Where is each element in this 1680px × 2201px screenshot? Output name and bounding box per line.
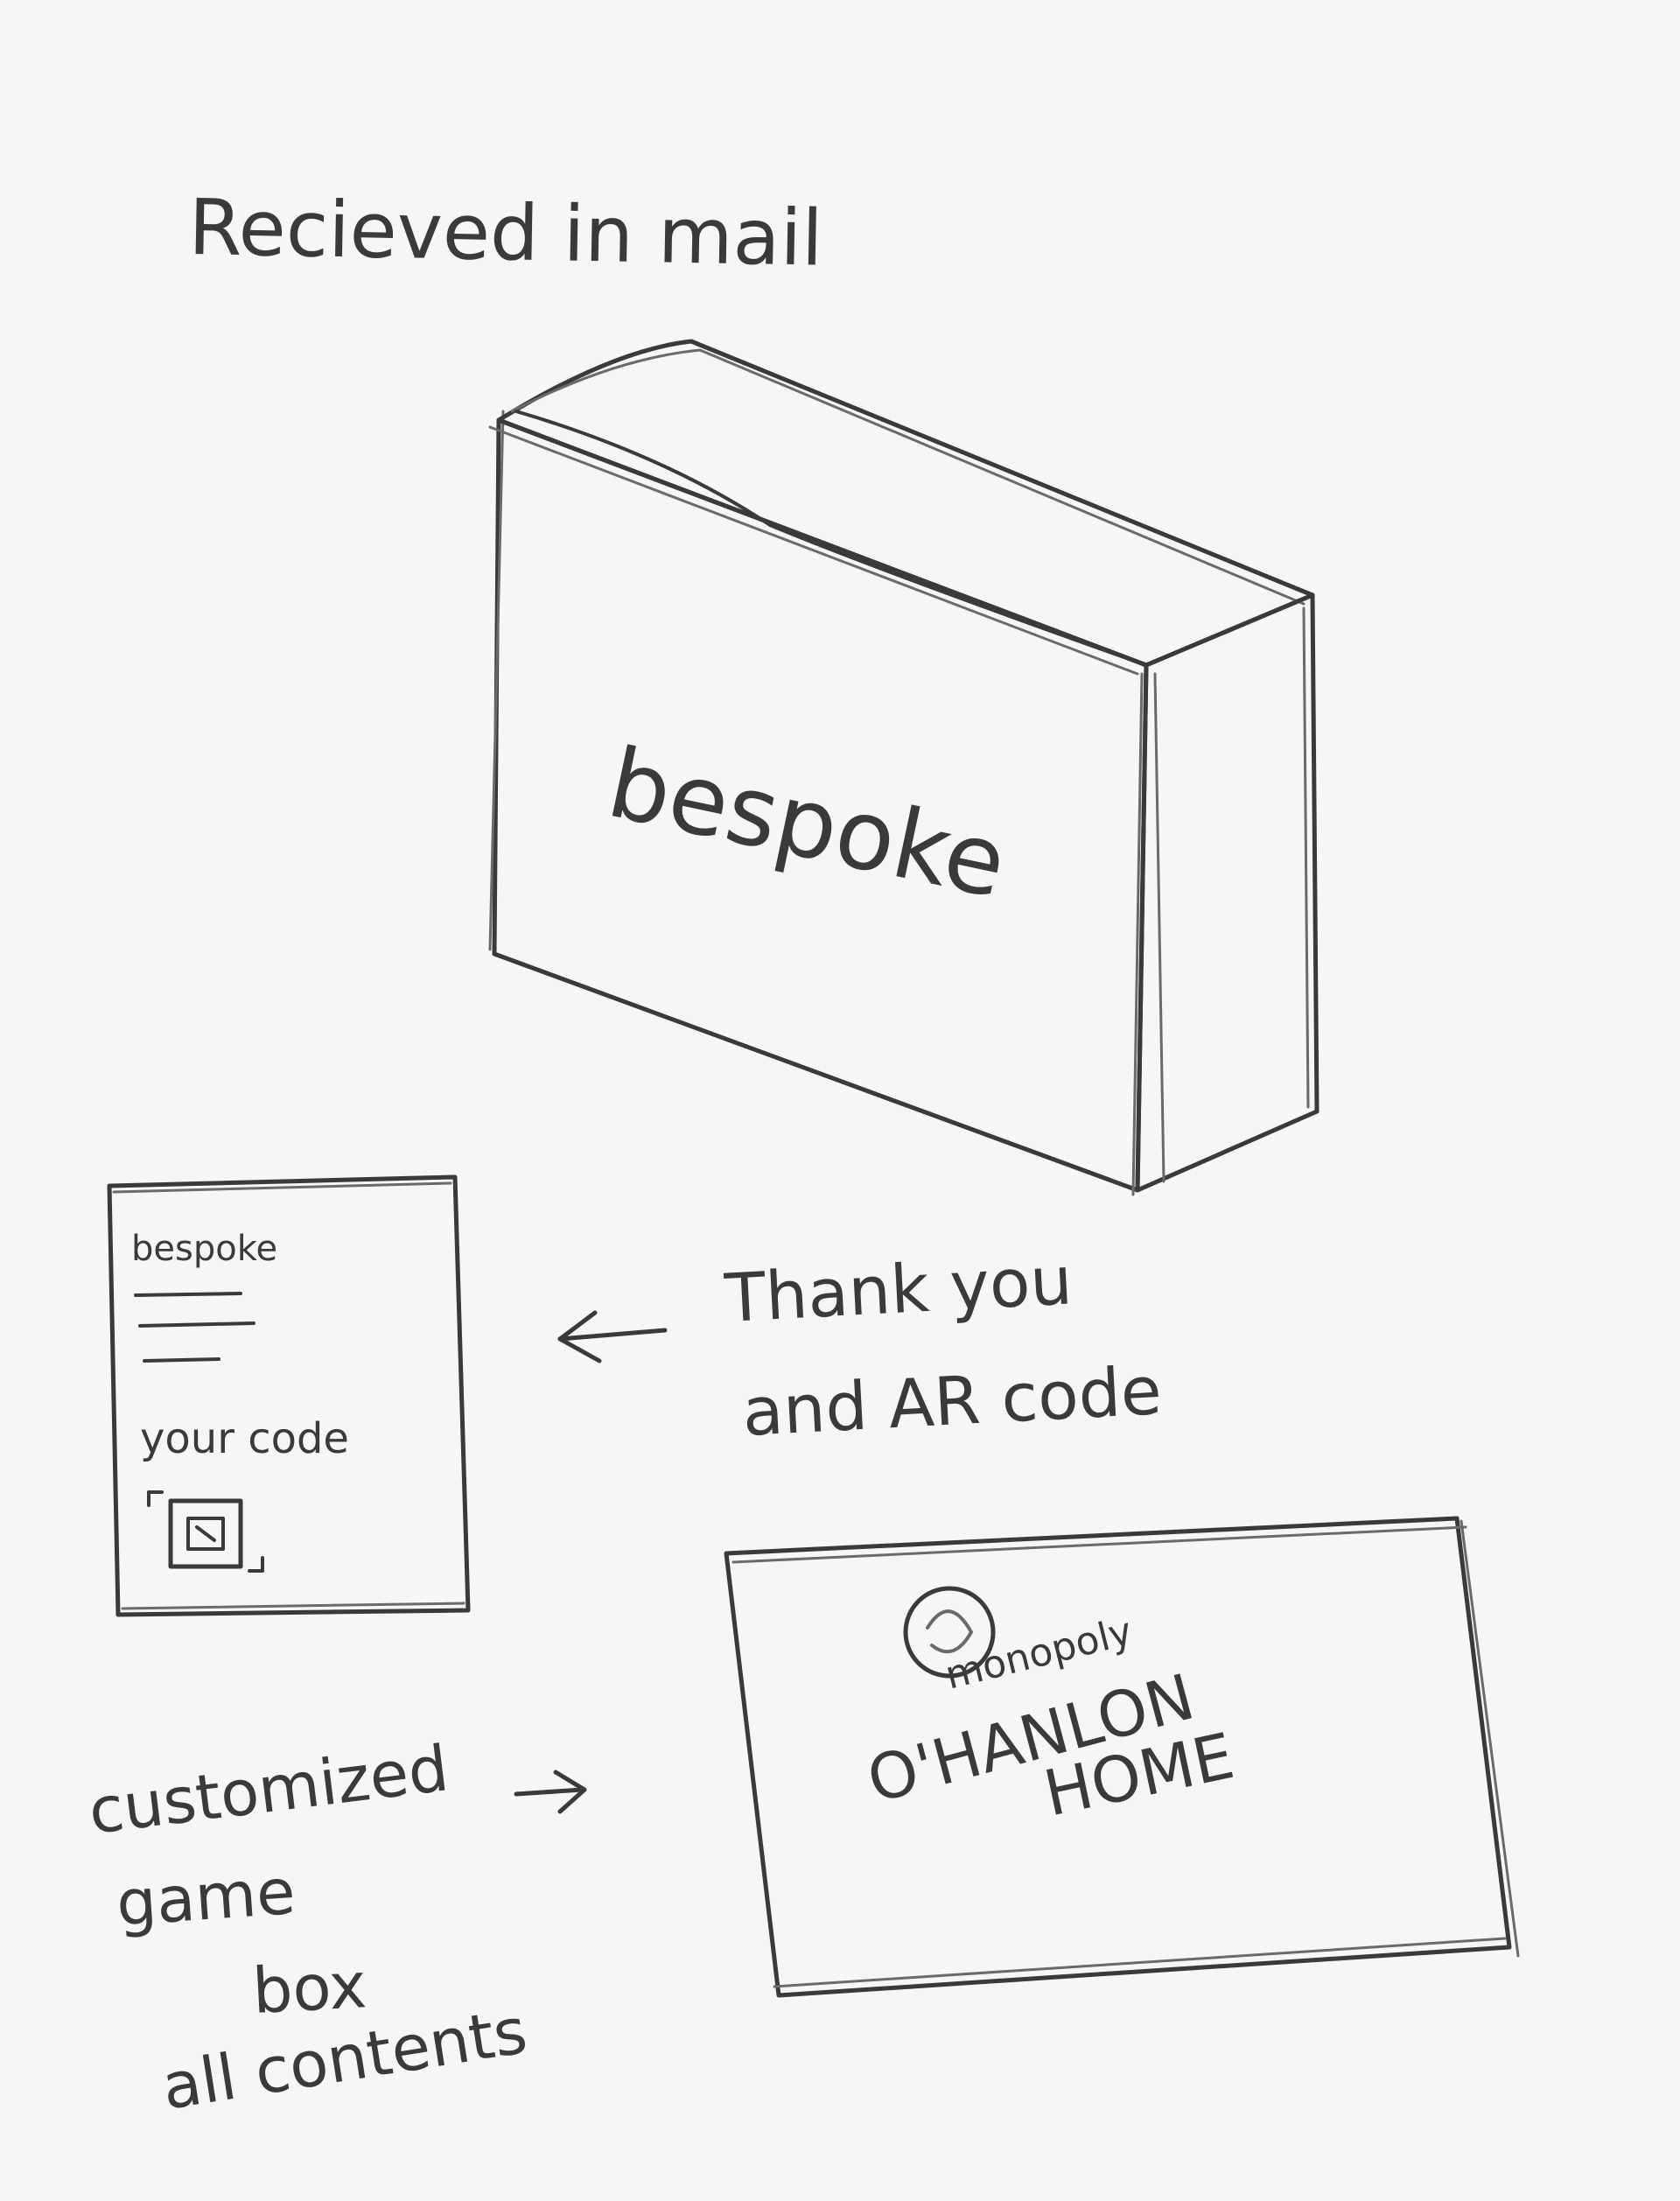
- game-note-line2: game: [114, 1854, 298, 1940]
- game-box: monopoly O'HANLON HOME: [724, 1516, 1520, 1998]
- monopoly-logo-icon: [903, 1586, 996, 1679]
- thank-you-card: bespoke your code: [107, 1174, 471, 1617]
- arrow-left-icon: [557, 1310, 668, 1363]
- card-note-line1: Thank you: [722, 1241, 1074, 1337]
- box-brand-label: bespoke: [599, 726, 1016, 920]
- card-text-line: [138, 1321, 256, 1328]
- game-note-line1: customized: [85, 1731, 452, 1848]
- sketch-title: Recieved in mail: [188, 182, 824, 284]
- card-code-label: your code: [140, 1414, 349, 1463]
- arrow-right-icon: [514, 1770, 587, 1814]
- card-text-line: [143, 1357, 220, 1363]
- card-note-line2: and AR code: [740, 1351, 1163, 1451]
- qr-code-icon: [147, 1490, 264, 1573]
- mailer-box: bespoke: [488, 339, 1320, 1196]
- card-text-line: [134, 1292, 242, 1297]
- game-note-line3: box: [250, 1948, 368, 2028]
- card-brand: bespoke: [131, 1229, 277, 1269]
